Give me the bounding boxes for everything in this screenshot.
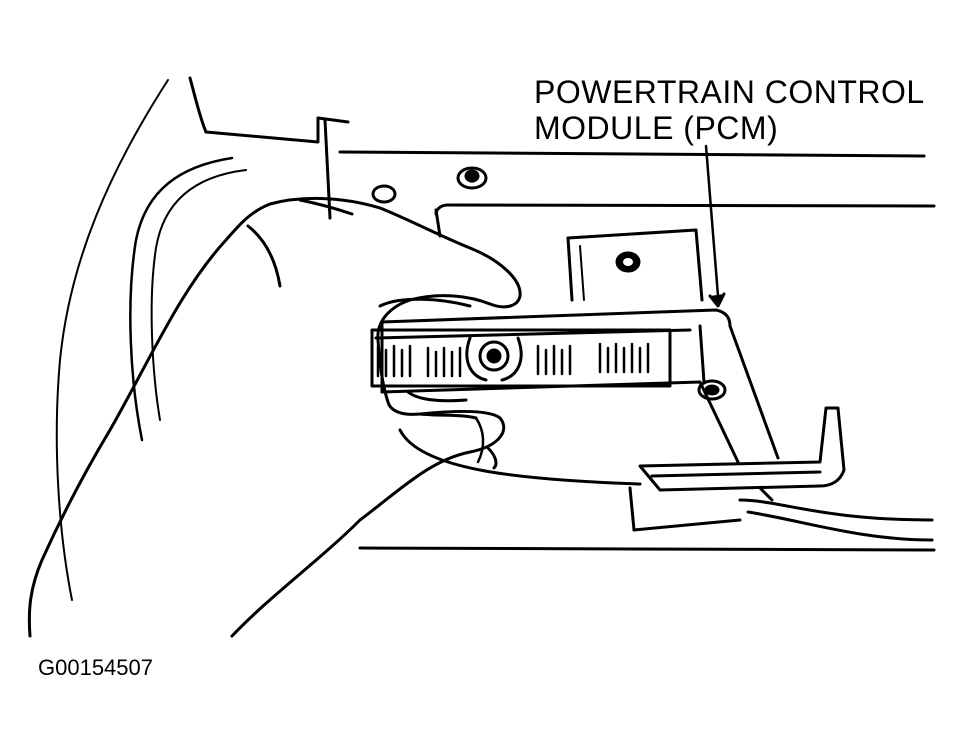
tray-outline: [358, 428, 936, 552]
pcm-callout-label: POWERTRAIN CONTROL MODULE (PCM): [534, 74, 925, 146]
body-outline: [55, 76, 320, 601]
arrow-pointer: [704, 144, 726, 308]
bracket-tab: [566, 228, 704, 302]
mounting-panel: [316, 116, 936, 238]
hook-bracket: [638, 406, 846, 502]
callout-line-1: POWERTRAIN CONTROL: [534, 74, 925, 110]
pcm-module-illustration: [370, 308, 780, 464]
hand-illustration: [27, 196, 522, 638]
bolt-icon: [371, 166, 488, 204]
figure-id: G00154507: [38, 655, 153, 680]
callout-line-2: MODULE (PCM): [534, 110, 779, 146]
